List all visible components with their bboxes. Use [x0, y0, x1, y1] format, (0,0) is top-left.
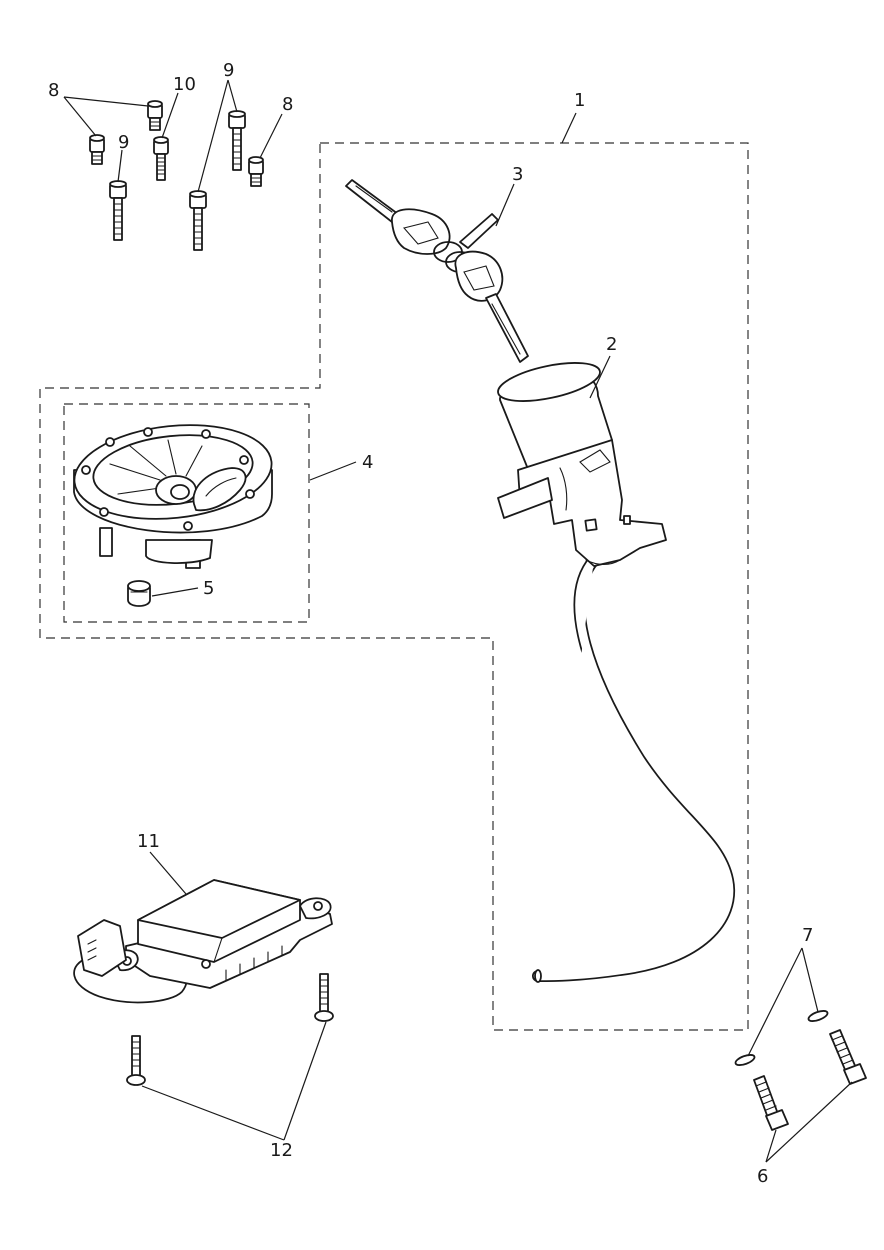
filler-cap-part [73, 424, 273, 569]
control-module-part [73, 879, 333, 1004]
bolt-9-left [109, 180, 127, 241]
screw-12-left [126, 1035, 146, 1086]
ignition-switch-part [497, 362, 736, 983]
callout-5: 5 [203, 578, 214, 599]
callout-12: 12 [270, 1140, 293, 1161]
plug-part [127, 580, 151, 607]
bolt-10b [153, 136, 169, 181]
bolt-8-right [248, 156, 264, 187]
kit-boundary-outline [39, 142, 749, 1031]
callout-10: 10 [173, 74, 196, 95]
callout-8-left: 8 [48, 80, 59, 101]
o-ring-7-right [807, 1010, 829, 1022]
bolt-9-right [228, 110, 246, 171]
bolt-9-center [189, 190, 207, 251]
keys-part [345, 179, 529, 363]
callout-2: 2 [606, 334, 617, 355]
bolt-10 [147, 100, 163, 131]
filler-cap-group-outline [63, 403, 310, 623]
leader-lines [63, 79, 853, 1163]
callout-8-right: 8 [282, 94, 293, 115]
callout-11: 11 [137, 831, 160, 852]
screw-12-right [314, 973, 334, 1022]
bolt-8-left [89, 134, 105, 165]
callout-6: 6 [757, 1166, 768, 1187]
callout-9-left: 9 [118, 132, 129, 153]
bolt-6-left [753, 1075, 789, 1131]
callout-9-top: 9 [223, 60, 234, 81]
o-ring-7-left [734, 1054, 756, 1066]
callout-7: 7 [802, 925, 813, 946]
callout-3: 3 [512, 164, 523, 185]
callout-4: 4 [362, 452, 373, 473]
bolt-6-right [829, 1029, 867, 1085]
callout-1: 1 [574, 90, 585, 111]
